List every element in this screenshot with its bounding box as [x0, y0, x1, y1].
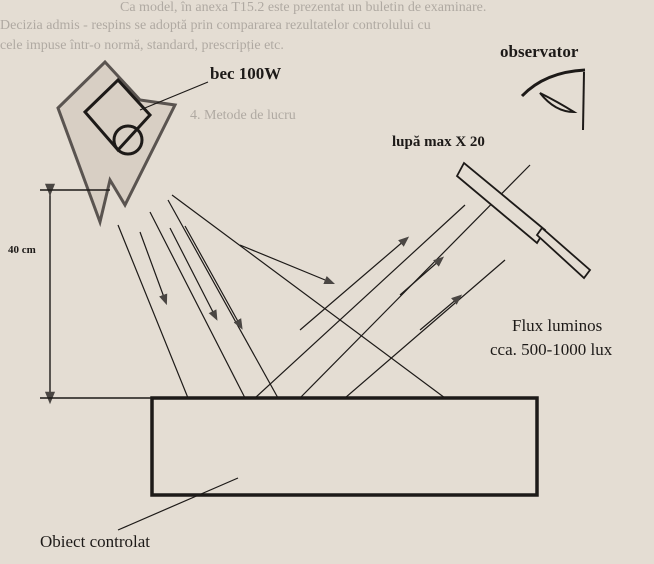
- eye-icon: [520, 68, 586, 131]
- flux-label-1: Flux luminos: [512, 316, 603, 335]
- lamp-icon: [56, 59, 178, 228]
- incident-rays: [117, 194, 446, 399]
- flux-label-2: cca. 500-1000 lux: [490, 340, 613, 359]
- dimension-40cm: [40, 183, 152, 405]
- lamp-leader: [139, 81, 209, 111]
- bleed-text-3: cele impuse într-o normă, standard, pres…: [0, 38, 284, 53]
- object-leader: [117, 477, 239, 531]
- bleed-text-2: Decizia admis - respins se adoptă prin c…: [0, 18, 431, 33]
- controlled-object: [150, 396, 539, 497]
- magnifier-label: lupă max X 20: [392, 134, 485, 150]
- magnifier-icon: [455, 161, 592, 280]
- bleed-text-1: Ca model, în anexa T15.2 este prezentat …: [120, 0, 487, 15]
- distance-label: 40 cm: [8, 244, 36, 256]
- bleed-text-4: 4. Metode de lucru: [190, 108, 296, 123]
- lamp-label: bec 100W: [210, 64, 282, 83]
- observer-label: observator: [500, 42, 579, 61]
- object-label: Obiect controlat: [40, 532, 150, 551]
